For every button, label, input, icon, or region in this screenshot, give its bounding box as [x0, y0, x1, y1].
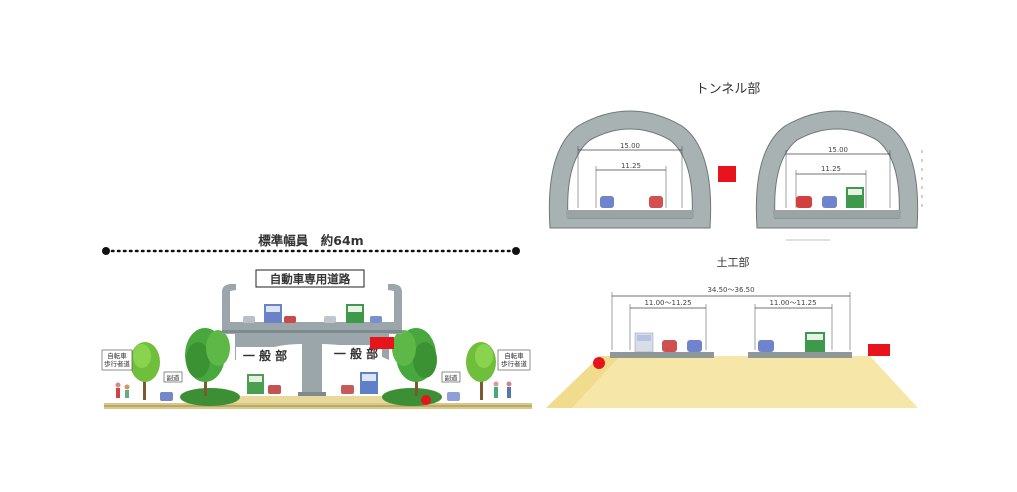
- earthwork-cross-section: 土工部 34.50～36.50 11.00～11.25 11.00～11.25: [546, 255, 918, 408]
- ground-vehicles: [160, 372, 460, 401]
- dimension-end-left: [102, 247, 110, 255]
- side-road-left-box: [163, 371, 183, 383]
- pedestrians: [115, 381, 512, 398]
- tunnel-tube-left: 15.00 11.25: [548, 110, 712, 229]
- road-slab-right: [748, 352, 852, 358]
- red-marker-viaduct: [370, 337, 394, 349]
- bike-ped-left-box: [101, 349, 133, 371]
- expressway-label-box: [255, 269, 365, 288]
- general-left-label-box: [236, 347, 294, 363]
- side-road-right-box: [441, 371, 461, 383]
- road-slab-left: [610, 352, 714, 358]
- tunnel-tube-right: 15.00 11.25: [755, 110, 923, 241]
- center-embankment: [232, 396, 398, 403]
- overall-dim-label: 34.50～36.50: [707, 286, 754, 294]
- side-road-right-label: 副道: [445, 373, 459, 382]
- embankment: [546, 356, 918, 408]
- side-road-left-label: 副道: [167, 373, 181, 382]
- earthwork-vehicles: [634, 332, 825, 353]
- tunnel-cross-section: トンネル部 15.00 11.25: [548, 82, 923, 241]
- general-road-right-label: 一 般 部: [334, 346, 378, 361]
- earthwork-red-marker-right: [868, 344, 890, 356]
- tunnel-red-marker: [718, 166, 736, 182]
- mound-left: [180, 388, 240, 406]
- deck-vehicles: [243, 304, 382, 323]
- right-dim-label: 11.00～11.25: [769, 299, 816, 307]
- expressway-label: 自動車専用道路: [270, 272, 351, 286]
- width-label: 標準幅員 約64m: [258, 233, 363, 248]
- trees-left: [130, 328, 230, 400]
- bike-ped-right-box: [497, 349, 531, 371]
- general-right-label-box: [330, 345, 382, 361]
- dimension-end-right: [512, 247, 520, 255]
- tunnel-left-inner-dim: 11.25: [621, 162, 641, 170]
- tunnel-right-inner-dim: 11.25: [821, 165, 841, 173]
- red-marker-ground: [421, 395, 431, 405]
- bike-ped-right-label: 自転車歩行者道: [501, 351, 528, 368]
- mound-right: [382, 388, 442, 406]
- trees-right: [392, 328, 496, 400]
- tunnel-left-outer-dim: 15.00: [620, 142, 640, 150]
- earthwork-title: 土工部: [717, 255, 750, 269]
- tunnel-title: トンネル部: [696, 82, 761, 97]
- left-dim-label: 11.00～11.25: [644, 299, 691, 307]
- elevated-road-cross-section: 標準幅員 約64m: [101, 232, 532, 409]
- tunnel-right-outer-dim: 15.00: [828, 146, 848, 154]
- general-road-left-label: 一 般 部: [243, 348, 287, 363]
- bike-ped-left-label: 自転車歩行者道: [104, 351, 131, 368]
- earthwork-red-marker-left: [593, 357, 605, 369]
- width-label-bg: [248, 232, 374, 248]
